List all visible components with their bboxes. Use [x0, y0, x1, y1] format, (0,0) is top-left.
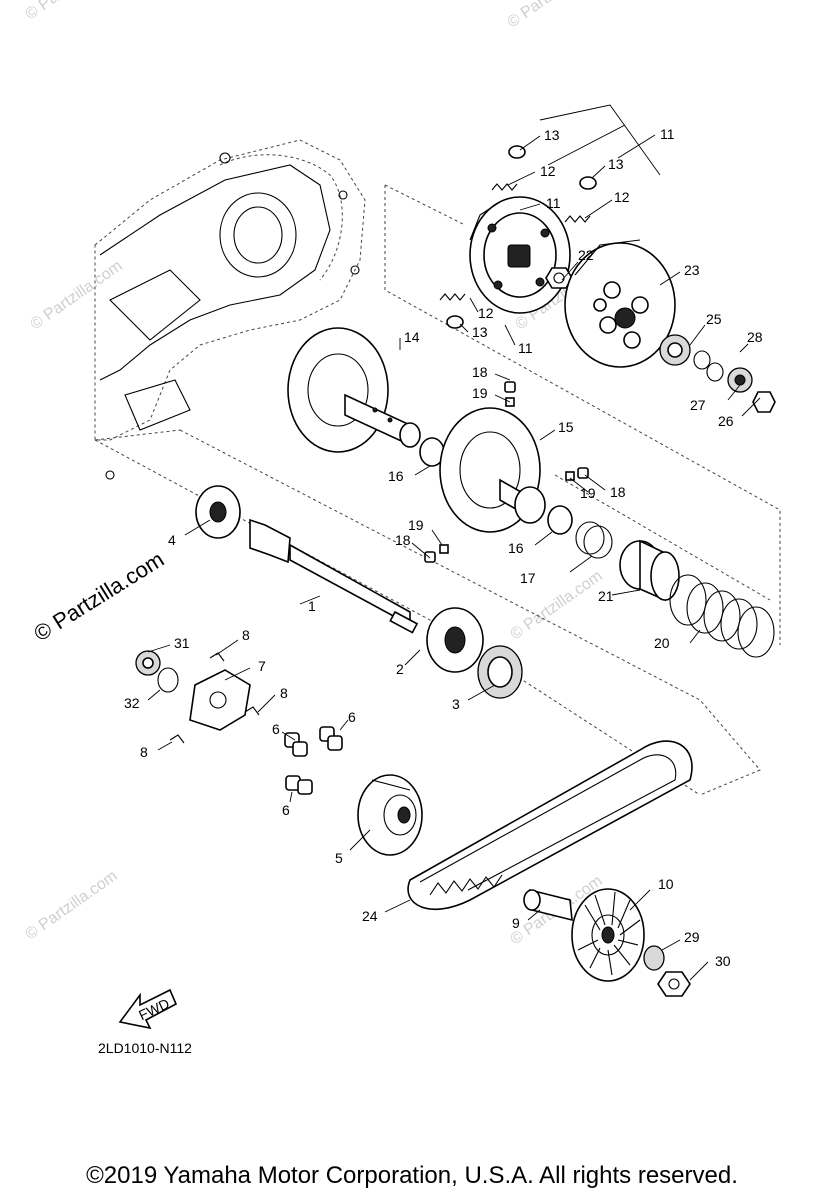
- callout-16: 16: [508, 540, 524, 556]
- callout-16: 16: [388, 468, 404, 484]
- nut: [657, 971, 691, 997]
- callout-12: 12: [614, 189, 630, 205]
- callout-leaders: [147, 134, 761, 981]
- o-ring: [706, 362, 724, 382]
- callout-27: 27: [690, 397, 706, 413]
- callout-13: 13: [544, 127, 560, 143]
- secondary-fixed-sheave: [287, 327, 421, 453]
- clutch-nut: [545, 267, 573, 289]
- callout-32: 32: [124, 695, 140, 711]
- clutch-housing: [564, 239, 676, 368]
- secondary-sliding-sheave: [439, 407, 546, 533]
- callout-13: 13: [608, 156, 624, 172]
- callout-1: 1: [308, 598, 316, 614]
- collar-spring: [727, 367, 753, 393]
- oil-seal: [659, 334, 691, 366]
- callout-15: 15: [558, 419, 574, 435]
- o-ring: [575, 521, 605, 555]
- callout-26: 26: [718, 413, 734, 429]
- bearing: [195, 485, 241, 539]
- callout-3: 3: [452, 696, 460, 712]
- callout-12: 12: [478, 305, 494, 321]
- callout-17: 17: [520, 570, 536, 586]
- bearing: [426, 607, 484, 673]
- collar-and-slider: [135, 650, 179, 693]
- primary-sliding-sheave: [357, 774, 423, 856]
- oil-seal: [477, 645, 523, 699]
- primary-shaft: [249, 518, 419, 634]
- callout-6: 6: [282, 802, 290, 818]
- callout-25: 25: [706, 311, 722, 327]
- clutch-carrier-assembly: [469, 196, 571, 314]
- o-ring: [583, 525, 613, 559]
- callout-20: 20: [654, 635, 670, 651]
- drain-bolt: [752, 391, 776, 413]
- callout-22: 22: [578, 247, 594, 263]
- callout-9: 9: [512, 915, 520, 931]
- watermark: © Partzilla.com: [505, 0, 603, 31]
- callout-19: 19: [472, 385, 488, 401]
- o-ring: [693, 350, 711, 370]
- weight-rollers: [284, 726, 343, 795]
- callout-8: 8: [242, 627, 250, 643]
- oil-seal: [547, 505, 573, 535]
- crankcase-cover-outline: [94, 139, 366, 480]
- watermark: © Partzilla.com: [28, 258, 126, 334]
- callout-10: 10: [658, 876, 674, 892]
- watermark: © Partzilla.com: [23, 0, 121, 23]
- callout-18: 18: [472, 364, 488, 380]
- callout-24: 24: [362, 908, 378, 924]
- callout-19: 19: [408, 517, 424, 533]
- copyright-notice: ©2019 Yamaha Motor Corporation, U.S.A. A…: [86, 1162, 738, 1189]
- callout-31: 31: [174, 635, 190, 651]
- watermark: © Partzilla.com: [23, 868, 121, 944]
- callout-labels: 1 2 3 4 5 6 6 6 7 8 8 8 9 10 11 11 11 12…: [124, 126, 763, 969]
- partzilla-watermark: © Partzilla.com: [29, 546, 168, 646]
- compression-spring: [669, 574, 775, 658]
- primary-fixed-sheave: [571, 888, 645, 982]
- callout-28: 28: [747, 329, 763, 345]
- spring-seat: [619, 539, 680, 602]
- callout-2: 2: [396, 661, 404, 677]
- callout-8: 8: [140, 744, 148, 760]
- v-belt: [407, 740, 693, 910]
- callout-6: 6: [348, 709, 356, 725]
- callout-23: 23: [684, 262, 700, 278]
- callout-7: 7: [258, 658, 266, 674]
- clutch-springs: [439, 183, 591, 301]
- callout-11: 11: [546, 195, 561, 211]
- forward-direction-indicator: FWD: [118, 988, 178, 1030]
- callout-19: 19: [580, 485, 596, 501]
- callout-18: 18: [610, 484, 626, 500]
- callout-11: 11: [660, 126, 675, 142]
- callout-21: 21: [598, 588, 614, 604]
- callout-30: 30: [715, 953, 731, 969]
- callout-13: 13: [472, 324, 488, 340]
- diagram-code: 2LD1010-N112: [98, 1040, 192, 1056]
- callout-14: 14: [404, 329, 420, 345]
- cam-plate: [169, 652, 260, 744]
- collar: [523, 888, 573, 922]
- washer: [643, 945, 665, 971]
- callout-11: 11: [518, 340, 533, 356]
- callout-29: 29: [684, 929, 700, 945]
- callout-12: 12: [540, 163, 556, 179]
- callout-4: 4: [168, 532, 176, 548]
- fwd-label: FWD: [136, 995, 172, 1023]
- callout-6: 6: [272, 721, 280, 737]
- callout-5: 5: [335, 850, 343, 866]
- callout-8: 8: [280, 685, 288, 701]
- callout-18: 18: [395, 532, 411, 548]
